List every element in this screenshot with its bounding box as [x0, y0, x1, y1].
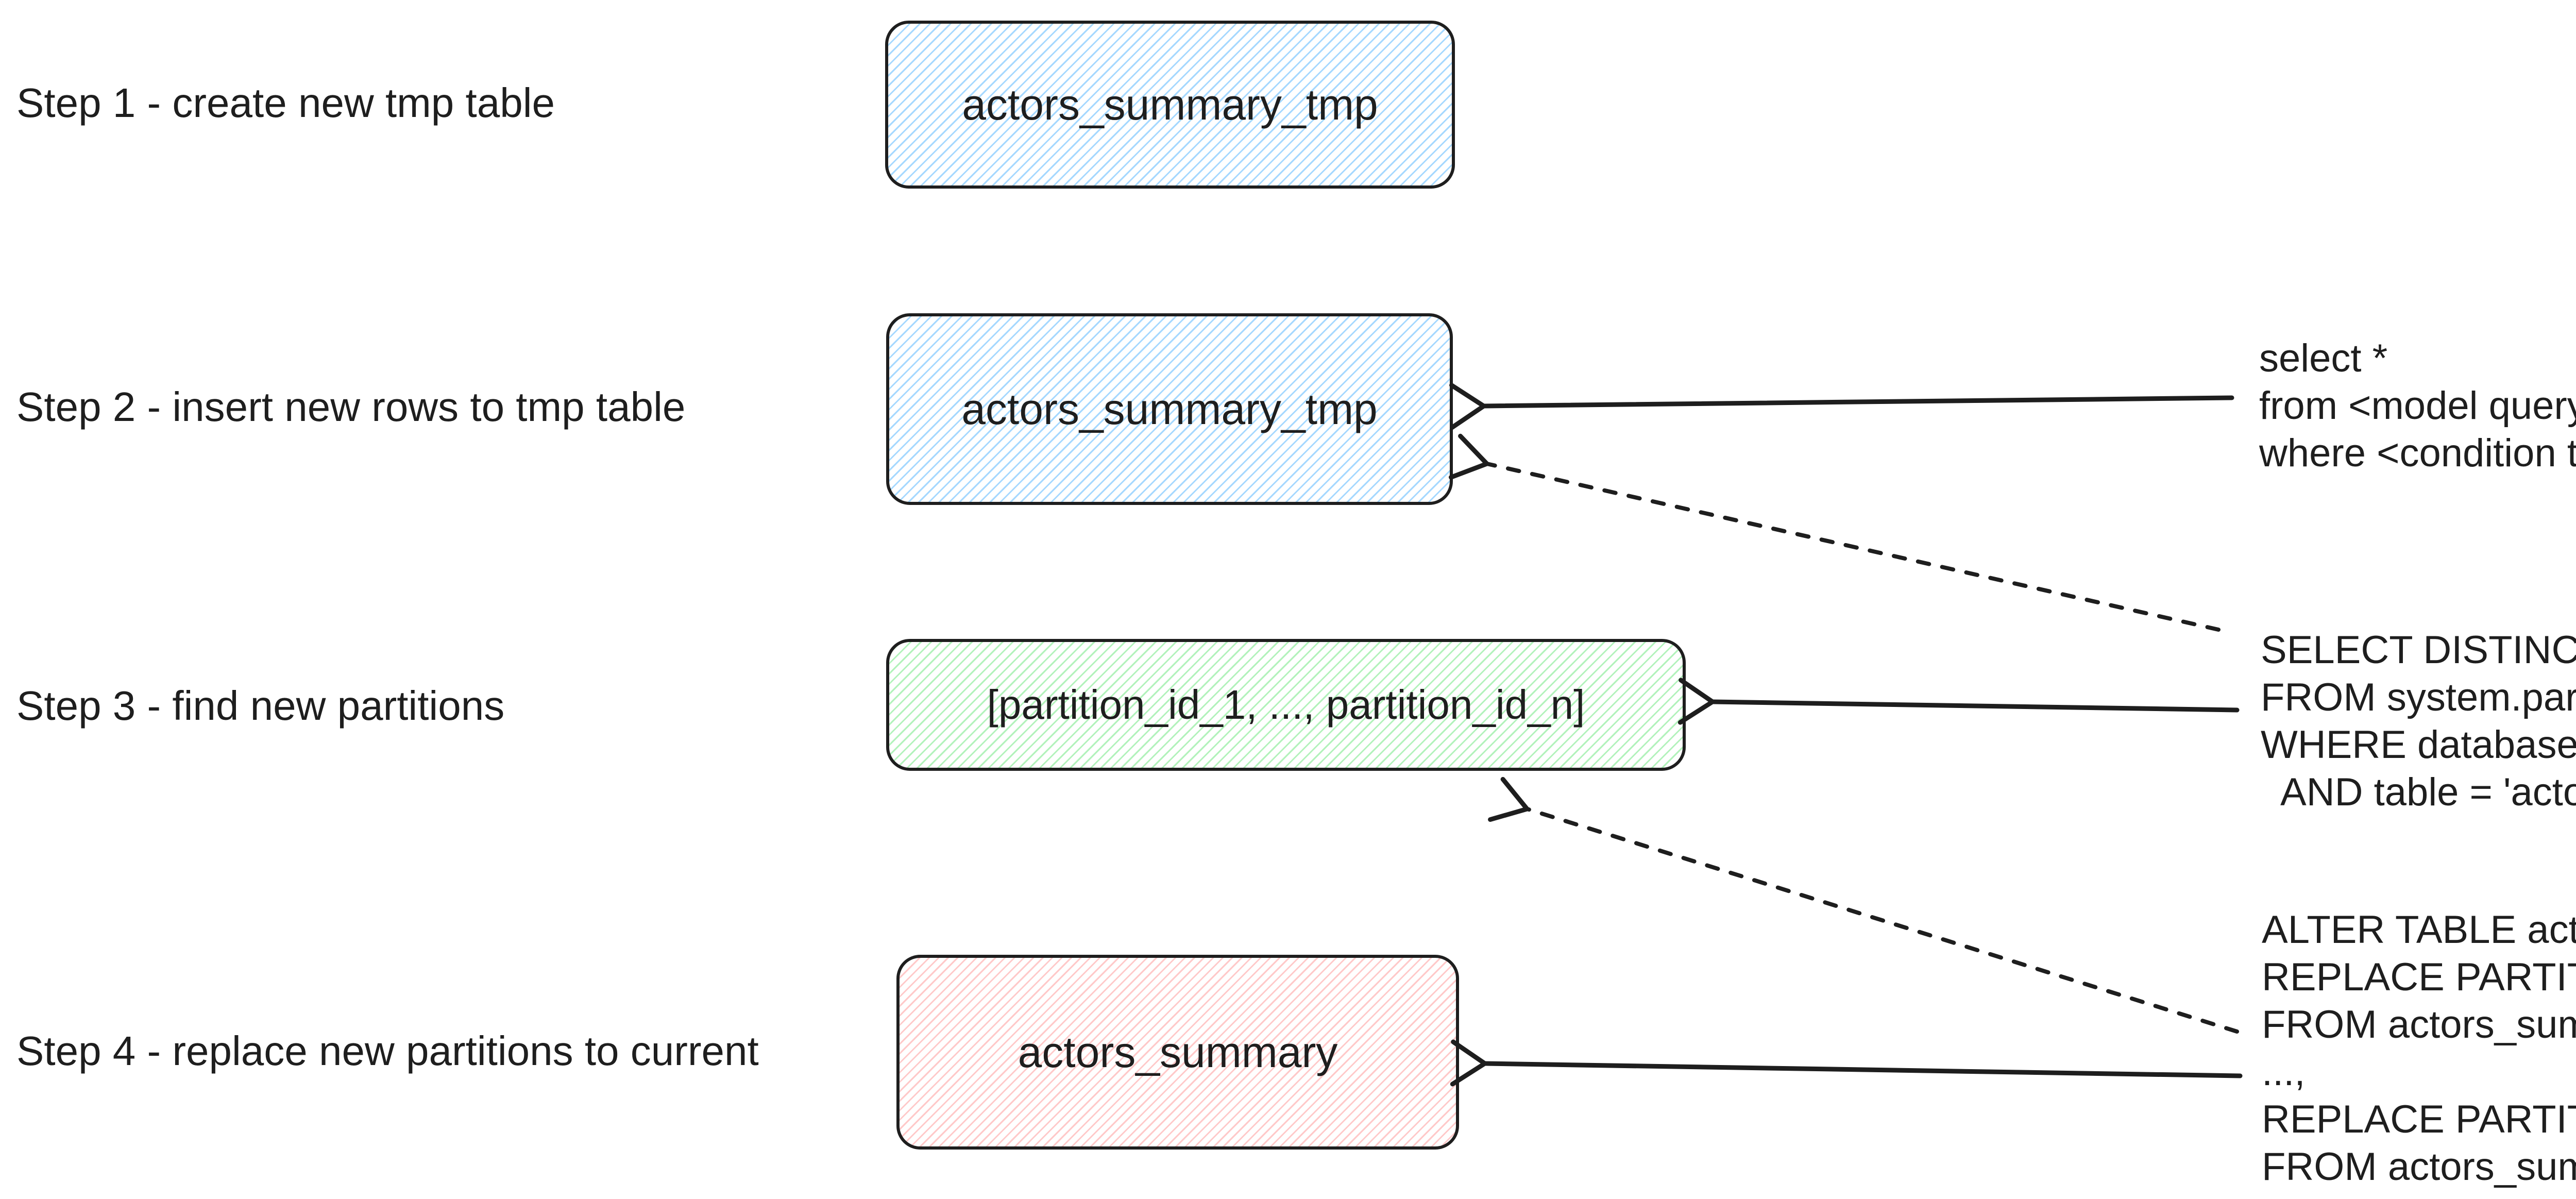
sql-find-partitions: SELECT DISTINCT partition_id FROM system…	[2261, 627, 2576, 816]
sql-line: WHERE database = <database>	[2261, 723, 2576, 767]
node-tmp-table-step2-label: actors_summary_tmp	[961, 384, 1378, 433]
sql-line: REPLACE PARTITION partition_id_1	[2262, 955, 2576, 999]
node-tmp-table-step2: actors_summary_tmp	[886, 313, 1453, 505]
sql-line: FROM system.parts	[2261, 676, 2576, 719]
sql-line: ALTER TABLE actors_summary	[2262, 908, 2576, 952]
step-2-label: Step 2 - insert new rows to tmp table	[16, 384, 686, 430]
node-tmp-table-step1-label: actors_summary_tmp	[962, 80, 1378, 129]
node-partition-list-label: [partition_id_1, ..., partition_id_n]	[987, 682, 1585, 728]
sql-insert-select: select * from <model query> where <condi…	[2259, 335, 2576, 477]
arrow-insert-select-to-tmp-box	[1449, 383, 2234, 430]
step-3-label: Step 3 - find new partitions	[16, 683, 505, 729]
step-4-label: Step 4 - replace new partitions to curre…	[16, 1028, 759, 1074]
sql-line: select *	[2259, 336, 2388, 380]
sql-line: from <model query>	[2259, 384, 2576, 428]
sql-line: REPLACE PARTITION partition_id_n	[2262, 1097, 2576, 1141]
sql-replace-partitions: ALTER TABLE actors_summary REPLACE PARTI…	[2262, 906, 2576, 1191]
arrow-replace-to-current-table	[1450, 1039, 2243, 1087]
sql-line: AND table = 'actors_summary_tmp'	[2280, 770, 2576, 814]
sql-line: SELECT DISTINCT partition_id	[2261, 628, 2576, 672]
sql-line: FROM actors_summary_tmp,	[2262, 1145, 2576, 1189]
arrow-dashed-replace-to-partition-list	[1488, 776, 2239, 1034]
arrow-find-partitions-to-partition-list	[1677, 678, 2240, 725]
step-1-label: Step 1 - create new tmp table	[16, 80, 555, 126]
arrow-dashed-find-partitions-to-tmp-box	[1448, 433, 2221, 632]
node-partition-list: [partition_id_1, ..., partition_id_n]	[886, 639, 1686, 771]
sql-line: FROM actors_summary_tmp,	[2262, 1003, 2576, 1046]
sql-line: ...,	[2262, 1050, 2306, 1094]
node-current-table-label: actors_summary	[1018, 1027, 1338, 1076]
node-current-table: actors_summary	[896, 955, 1459, 1150]
sql-line: where <condition to identify new>	[2259, 431, 2576, 475]
node-tmp-table-step1: actors_summary_tmp	[885, 21, 1455, 189]
